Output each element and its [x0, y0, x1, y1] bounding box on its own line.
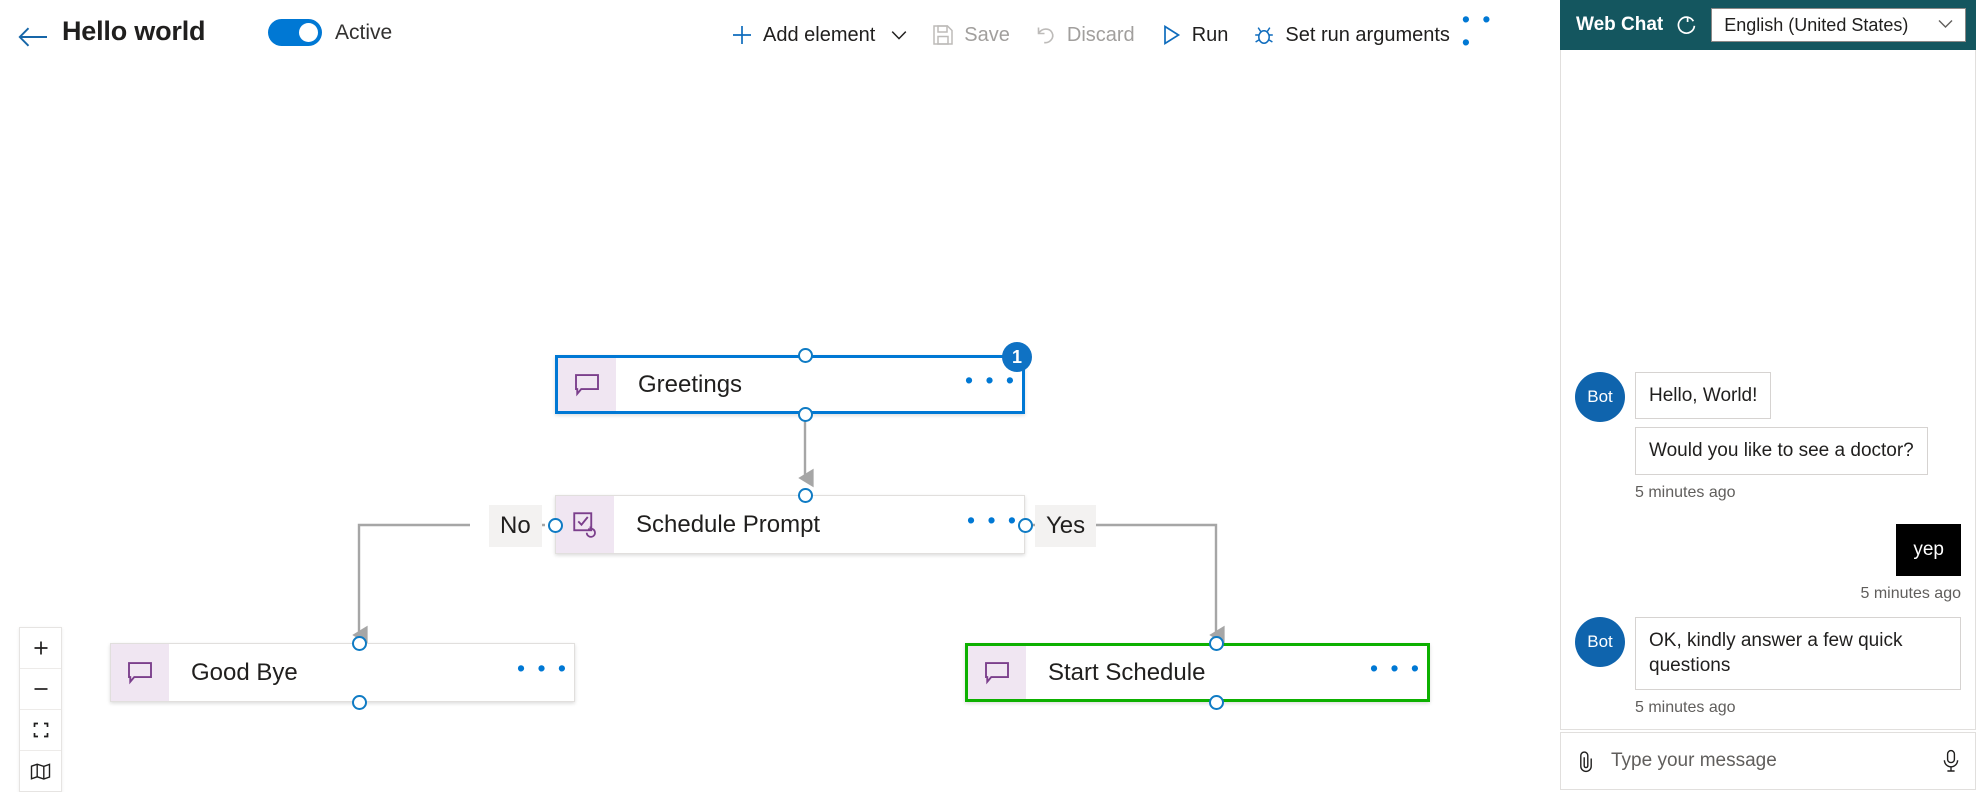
flow-node-title: Greetings	[638, 370, 743, 398]
chevron-down-icon	[1938, 16, 1953, 34]
chat-bubble: Would you like to see a doctor?	[1635, 427, 1928, 476]
chat-bubble-group: OK, kindly answer a few quick questions …	[1635, 616, 1961, 717]
set-run-arguments-label: Set run arguments	[1285, 23, 1450, 46]
chat-bubble-group: Hello, World! Would you like to see a do…	[1635, 371, 1961, 502]
command-bar: Add element Save	[718, 8, 1504, 56]
flow-node-title: Good Bye	[191, 658, 298, 686]
chat-bubble-user: yep	[1896, 524, 1961, 576]
back-arrow-icon[interactable]	[14, 18, 52, 56]
node-handle-left-schedule-prompt[interactable]	[548, 518, 563, 533]
toggle-knob	[299, 23, 318, 42]
canvas-zoom-controls	[19, 627, 62, 792]
fit-to-screen-button[interactable]	[20, 710, 61, 751]
chat-timestamp: 5 minutes ago	[1635, 699, 1736, 716]
flow-node-schedule-prompt[interactable]: Schedule Prompt • • •	[555, 495, 1025, 554]
page-title: Hello world	[62, 16, 206, 46]
toggle-state-label: Active	[335, 20, 393, 44]
zoom-out-button[interactable]	[20, 669, 61, 710]
play-triangle-icon	[1159, 23, 1183, 47]
chat-message-bot-2: Bot OK, kindly answer a few quick questi…	[1575, 616, 1961, 717]
chat-message-user-1: yep 5 minutes ago	[1575, 524, 1961, 603]
flow-node-start-schedule[interactable]: Start Schedule • • •	[965, 643, 1430, 702]
message-input[interactable]	[1609, 749, 1929, 773]
toggle-track[interactable]	[268, 19, 322, 46]
set-run-arguments-button[interactable]: Set run arguments	[1240, 14, 1462, 56]
save-label: Save	[964, 23, 1010, 46]
web-chat-scroll: Bot Hello, World! Would you like to see …	[1561, 358, 1975, 729]
message-bubble-icon	[968, 646, 1026, 699]
avatar: Bot	[1575, 371, 1625, 422]
add-element-button[interactable]: Add element	[718, 14, 919, 56]
chevron-down-icon[interactable]	[891, 30, 907, 41]
chat-timestamp: 5 minutes ago	[1860, 584, 1961, 602]
refresh-icon[interactable]	[1676, 14, 1698, 36]
web-chat-composer	[1560, 732, 1976, 790]
web-chat-transcript[interactable]: Bot Hello, World! Would you like to see …	[1560, 50, 1976, 730]
undo-arrow-icon	[1034, 23, 1058, 47]
chat-bubble: Hello, World!	[1635, 371, 1772, 420]
run-label: Run	[1191, 23, 1229, 46]
active-toggle[interactable]: Active	[268, 19, 392, 46]
language-select-value: English (United States)	[1724, 14, 1909, 35]
message-bubble-icon	[111, 644, 169, 701]
mini-map-button[interactable]	[20, 751, 61, 791]
more-horizontal-icon[interactable]: • • •	[1461, 6, 1494, 55]
flow-node-good-bye[interactable]: Good Bye • • •	[110, 643, 575, 702]
message-bubble-icon	[558, 358, 616, 411]
web-chat-panel: Web Chat English (United States) Bot	[1555, 0, 1976, 792]
discard-label: Discard	[1066, 23, 1135, 46]
avatar: Bot	[1575, 616, 1625, 667]
edge-label-yes: Yes	[1035, 505, 1097, 547]
node-handle-top-greetings[interactable]	[798, 348, 813, 363]
paperclip-icon[interactable]	[1575, 749, 1597, 773]
save-button[interactable]: Save	[919, 14, 1022, 56]
chat-message-bot-1: Bot Hello, World! Would you like to see …	[1575, 371, 1961, 502]
node-handle-top-schedule-prompt[interactable]	[798, 488, 813, 503]
question-checkbox-icon	[556, 496, 614, 553]
node-handle-bottom-good-bye[interactable]	[352, 695, 367, 710]
discard-button[interactable]: Discard	[1022, 14, 1147, 56]
save-disk-icon	[931, 23, 955, 47]
web-chat-title: Web Chat	[1576, 14, 1664, 35]
flow-canvas[interactable]: Greetings • • • 1 Schedule Prompt • • • …	[0, 0, 1560, 792]
language-select[interactable]: English (United States)	[1711, 8, 1966, 42]
node-handle-top-good-bye[interactable]	[352, 636, 367, 651]
bug-icon	[1252, 23, 1276, 47]
add-element-label: Add element	[763, 23, 876, 46]
flow-node-menu-button[interactable]: • • •	[967, 506, 1019, 533]
chat-timestamp: 5 minutes ago	[1635, 484, 1736, 502]
node-handle-right-schedule-prompt[interactable]	[1018, 518, 1033, 533]
run-button[interactable]: Run	[1147, 14, 1241, 56]
app-header: Hello world Active Add element	[0, 0, 1560, 70]
plus-icon	[730, 23, 754, 47]
node-handle-top-start-schedule[interactable]	[1209, 636, 1224, 651]
node-handle-bottom-start-schedule[interactable]	[1209, 695, 1224, 710]
flow-node-title: Start Schedule	[1048, 658, 1206, 686]
web-chat-header: Web Chat English (United States)	[1560, 0, 1976, 50]
microphone-icon[interactable]	[1941, 749, 1961, 773]
flow-node-menu-button[interactable]: • • •	[1370, 654, 1422, 681]
flow-node-greetings[interactable]: Greetings • • •	[555, 355, 1025, 414]
zoom-in-button[interactable]	[20, 628, 61, 669]
flow-node-badge-greetings[interactable]: 1	[1002, 342, 1032, 372]
edge-label-no: No	[489, 505, 542, 547]
chat-bubble: OK, kindly answer a few quick questions	[1635, 616, 1961, 690]
flow-node-menu-button[interactable]: • • •	[965, 366, 1017, 393]
node-handle-bottom-greetings[interactable]	[798, 407, 813, 422]
flow-node-menu-button[interactable]: • • •	[517, 654, 569, 681]
flow-node-title: Schedule Prompt	[636, 510, 821, 538]
